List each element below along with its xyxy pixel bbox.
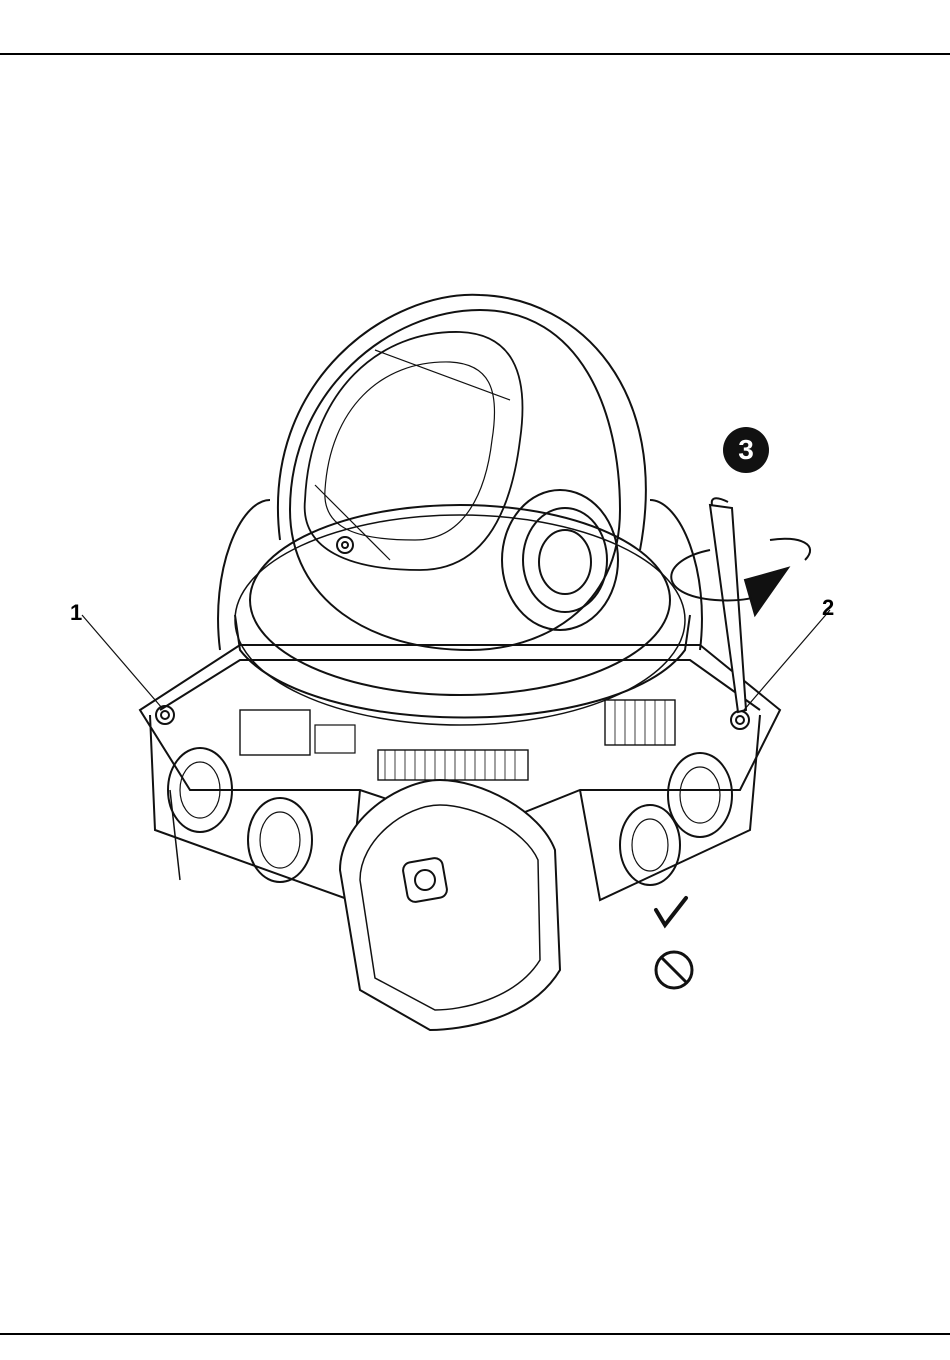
step-number-badge: 3 [723,427,769,473]
callout-2: 2 [822,597,834,619]
cable-module [340,780,560,1030]
leader-line-2 [744,610,830,710]
allen-key-icon [710,498,746,712]
prohibited-icon [656,952,692,988]
footer-rule [0,1333,950,1335]
check-mark-icon [656,898,686,925]
header-rule [0,53,950,55]
camera-installation-illustration [60,270,900,1050]
leader-line-1 [82,615,162,708]
callout-1: 1 [70,602,82,624]
